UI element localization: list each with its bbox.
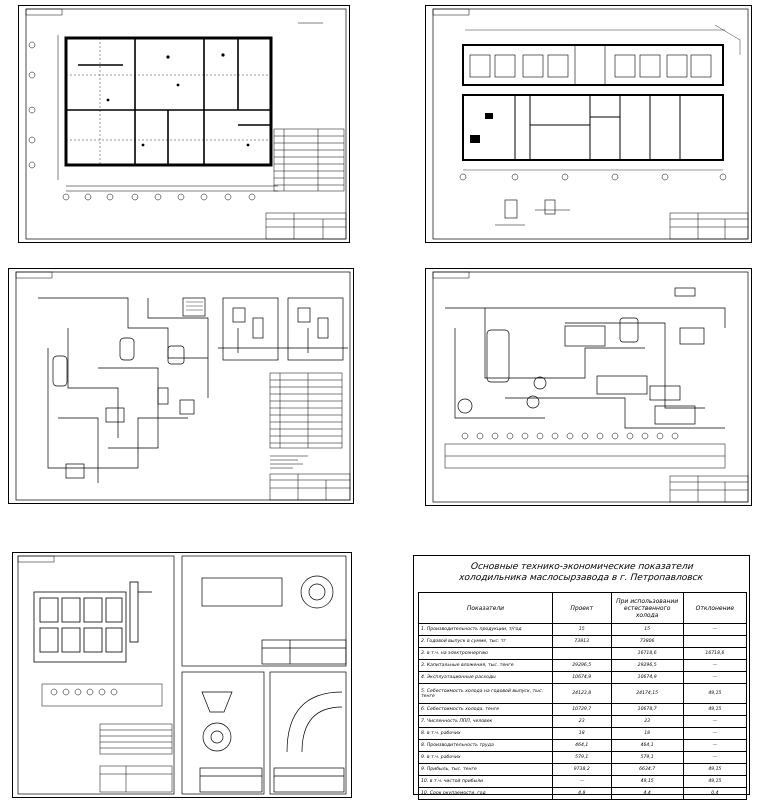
indicators-table: Показатели Проект При использовании есте… xyxy=(418,592,748,800)
cell-deviation: — xyxy=(682,727,748,740)
cell-project: — xyxy=(551,775,612,788)
cell-project: 24123,8 xyxy=(551,683,612,704)
table-title: Основные технико-экономические показател… xyxy=(413,562,750,584)
cell-deviation: — xyxy=(682,751,748,764)
cell-project: 579,1 xyxy=(551,751,612,764)
header-indicator: Показатели xyxy=(418,592,553,624)
cell-indicator: 1. Производительность продукции, т/год xyxy=(418,623,553,636)
table-header-row: Показатели Проект При использовании есте… xyxy=(418,592,748,624)
table-row: 10. Срок окупаемости, год 4,8 4,4 0,4 xyxy=(418,787,748,800)
drawing-sheet-equipment-plan xyxy=(425,5,752,243)
cell-indicator: 6. Себестоимость холода, тенге xyxy=(418,703,553,716)
cell-natural-cold: 73806 xyxy=(610,635,684,648)
cell-natural-cold: 4,4 xyxy=(610,787,684,800)
drawing-sheet-automation-scheme xyxy=(425,268,752,506)
cell-indicator: 5. Себестоимость холода на годовой выпус… xyxy=(418,683,553,704)
cell-natural-cold: 6634,7 xyxy=(610,763,684,776)
cell-natural-cold: 49,15 xyxy=(610,775,684,788)
table-title-line1: Основные технико-экономические показател… xyxy=(470,562,694,572)
cell-project: 15 xyxy=(551,623,612,636)
cell-indicator: 9. в т.ч. рабочих xyxy=(418,751,553,764)
cell-natural-cold: 24174,15 xyxy=(610,683,684,704)
cell-natural-cold: 23 xyxy=(610,715,684,728)
table-title-line2: холодильника маслосырзавода в г. Петропа… xyxy=(458,573,704,583)
table-row: 9. Прибыль, тыс. тенге 9738,2 6634,7 49,… xyxy=(418,763,748,776)
table-row: 8. в т.ч. рабочих 18 18 — xyxy=(418,727,748,740)
cell-natural-cold: 10678,7 xyxy=(610,703,684,716)
cell-indicator: 7. Численность ППП, человек xyxy=(418,715,553,728)
cell-natural-cold: 464,1 xyxy=(610,739,684,752)
header-deviation: Отклонение xyxy=(682,592,748,624)
cell-deviation: — xyxy=(682,623,748,636)
table-row: 1. Производительность продукции, т/год 1… xyxy=(418,623,748,636)
cell-natural-cold: 10674,9 xyxy=(610,671,684,684)
cell-natural-cold: 29296,5 xyxy=(610,659,684,672)
header-natural-cold: При использовании естественного холода xyxy=(610,592,684,624)
table-row: 8. Производительность труда 464,1 464,1 … xyxy=(418,739,748,752)
cell-indicator: 4. Эксплуатационные расходы xyxy=(418,671,553,684)
cell-indicator: 3. в т.ч. на электроэнергию xyxy=(418,647,553,660)
cell-deviation: 0,4 xyxy=(682,787,748,800)
indicators-sheet: Основные технико-экономические показател… xyxy=(413,555,750,800)
cell-indicator: 10. Срок окупаемости, год xyxy=(418,787,553,800)
cell-indicator: 8. в т.ч. рабочих xyxy=(418,727,553,740)
table-row: 3. в т.ч. на электроэнергию 16718,6 1671… xyxy=(418,647,748,660)
cell-indicator: 9. Прибыль, тыс. тенге xyxy=(418,763,553,776)
cell-project: 73813 xyxy=(551,635,612,648)
cell-deviation: 49,15 xyxy=(682,703,748,716)
cell-project: 29296,5 xyxy=(551,659,612,672)
header-project: Проект xyxy=(551,592,612,624)
table-row: 3. Капитальные вложения, тыс. тенге 2929… xyxy=(418,659,748,672)
table-row: 6. Себестоимость холода, тенге 10729,7 1… xyxy=(418,703,748,716)
drawing-sheet-building-plan xyxy=(18,5,350,243)
cell-deviation: — xyxy=(682,659,748,672)
drawing-sheet-details xyxy=(12,552,352,798)
cell-indicator: 8. Производительность труда xyxy=(418,739,553,752)
table-row: 2. Годовой выпуск в сумме, тыс. тг 73813… xyxy=(418,635,748,648)
cell-indicator: 3. Капитальные вложения, тыс. тенге xyxy=(418,659,553,672)
cell-deviation: — xyxy=(682,715,748,728)
cell-natural-cold: 15 xyxy=(610,623,684,636)
cell-deviation: 49,15 xyxy=(682,775,748,788)
table-row: 10. в т.ч. чистой прибыли — 49,15 49,15 xyxy=(418,775,748,788)
cell-project: 464,1 xyxy=(551,739,612,752)
cell-project: 18 xyxy=(551,727,612,740)
cell-project: 10674,9 xyxy=(551,671,612,684)
cell-project: 9738,2 xyxy=(551,763,612,776)
cell-project: 23 xyxy=(551,715,612,728)
table-row: 9. в т.ч. рабочих 579,1 579,1 — xyxy=(418,751,748,764)
cell-project xyxy=(551,647,612,660)
cell-natural-cold: 16718,6 xyxy=(610,647,684,660)
cell-deviation xyxy=(682,635,748,648)
table-row: 5. Себестоимость холода на годовой выпус… xyxy=(418,683,748,704)
cell-natural-cold: 18 xyxy=(610,727,684,740)
cell-deviation: 16718,6 xyxy=(682,647,748,660)
cell-deviation: 49,15 xyxy=(682,763,748,776)
cell-project: 10729,7 xyxy=(551,703,612,716)
table-row: 7. Численность ППП, человек 23 23 — xyxy=(418,715,748,728)
cell-project: 4,8 xyxy=(551,787,612,800)
cell-indicator: 2. Годовой выпуск в сумме, тыс. тг xyxy=(418,635,553,648)
cell-natural-cold: 579,1 xyxy=(610,751,684,764)
cell-deviation: — xyxy=(682,671,748,684)
cell-deviation: — xyxy=(682,739,748,752)
cell-indicator: 10. в т.ч. чистой прибыли xyxy=(418,775,553,788)
table-row: 4. Эксплуатационные расходы 10674,9 1067… xyxy=(418,671,748,684)
cell-deviation: 49,15 xyxy=(682,683,748,704)
drawing-sheet-refrigeration-scheme xyxy=(8,268,354,504)
